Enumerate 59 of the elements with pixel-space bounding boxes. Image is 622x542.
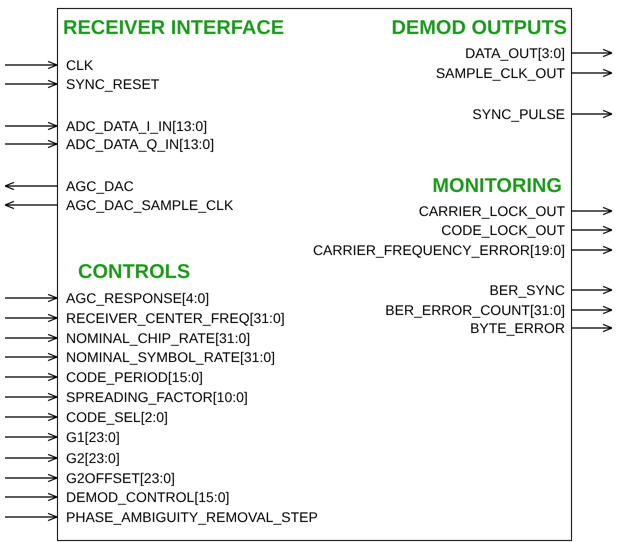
pin-label: DEMOD_CONTROL[15:0] [58,489,230,505]
pin-label: G1[23:0] [58,429,120,445]
section-heading: CONTROLS [78,261,190,283]
arrow [571,306,613,314]
pin-label: CODE_PERIOD[15:0] [58,369,203,385]
arrow [5,80,58,88]
arrow [571,324,613,332]
pin-label: PHASE_AMBIGUITY_REMOVAL_STEP [58,509,318,525]
arrow [5,372,58,382]
pin-label: SPREADING_FACTOR[10:0] [58,389,248,405]
arrow [5,512,58,522]
pin-label: CARRIER_FREQUENCY_ERROR[19:0] [312,242,571,258]
arrow [5,492,58,502]
pin-label: SYNC_PULSE [472,106,571,122]
arrow [5,334,58,342]
arrow [571,110,613,118]
pin-label: CODE_LOCK_OUT [441,222,571,238]
pin-label: CARRIER_LOCK_OUT [418,203,571,219]
pin-label: SAMPLE_CLK_OUT [436,65,571,81]
pin-label: ADC_DATA_Q_IN[13:0] [58,136,214,152]
pin-label: DATA_OUT[3:0] [465,45,571,61]
pin-label: BYTE_ERROR [470,320,571,336]
arrow [4,182,57,190]
pin-label: G2OFFSET[23:0] [58,470,175,486]
arrow [571,246,613,254]
pin-label: BER_ERROR_COUNT[31:0] [385,302,571,318]
pin-label: ADC_DATA_I_IN[13:0] [58,118,208,134]
arrow [571,68,613,78]
arrow [5,392,58,402]
pin-label: CODE_SEL[2:0] [58,409,168,425]
pin-label: CLK [58,57,94,73]
arrow [5,314,58,322]
arrow [571,48,613,58]
pin-label: NOMINAL_SYMBOL_RATE[31:0] [58,349,276,365]
arrow [5,412,58,422]
arrow [5,294,58,302]
pin-label: RECEIVER_CENTER_FREQ[31:0] [58,310,285,326]
arrow [5,352,58,362]
pin-label: BER_SYNC [490,282,571,298]
pin-label: G2[23:0] [58,450,120,466]
arrow [5,60,58,70]
arrow [571,286,613,294]
arrow [5,432,58,442]
pin-label: AGC_DAC_SAMPLE_CLK [58,197,234,213]
arrow [5,140,58,148]
block-box [57,8,572,541]
arrow [571,206,613,216]
pin-label: AGC_DAC [58,178,134,194]
arrow [571,226,613,234]
section-heading: MONITORING [432,175,562,197]
arrow [5,454,58,462]
arrow [4,200,57,210]
pin-label: AGC_RESPONSE[4:0] [58,290,210,306]
section-heading: DEMOD OUTPUTS [391,17,567,39]
pin-label: SYNC_RESET [58,76,160,92]
arrow [5,474,58,482]
pin-label: NOMINAL_CHIP_RATE[31:0] [58,330,250,346]
arrow [5,122,58,130]
section-heading: RECEIVER INTERFACE [63,17,284,39]
